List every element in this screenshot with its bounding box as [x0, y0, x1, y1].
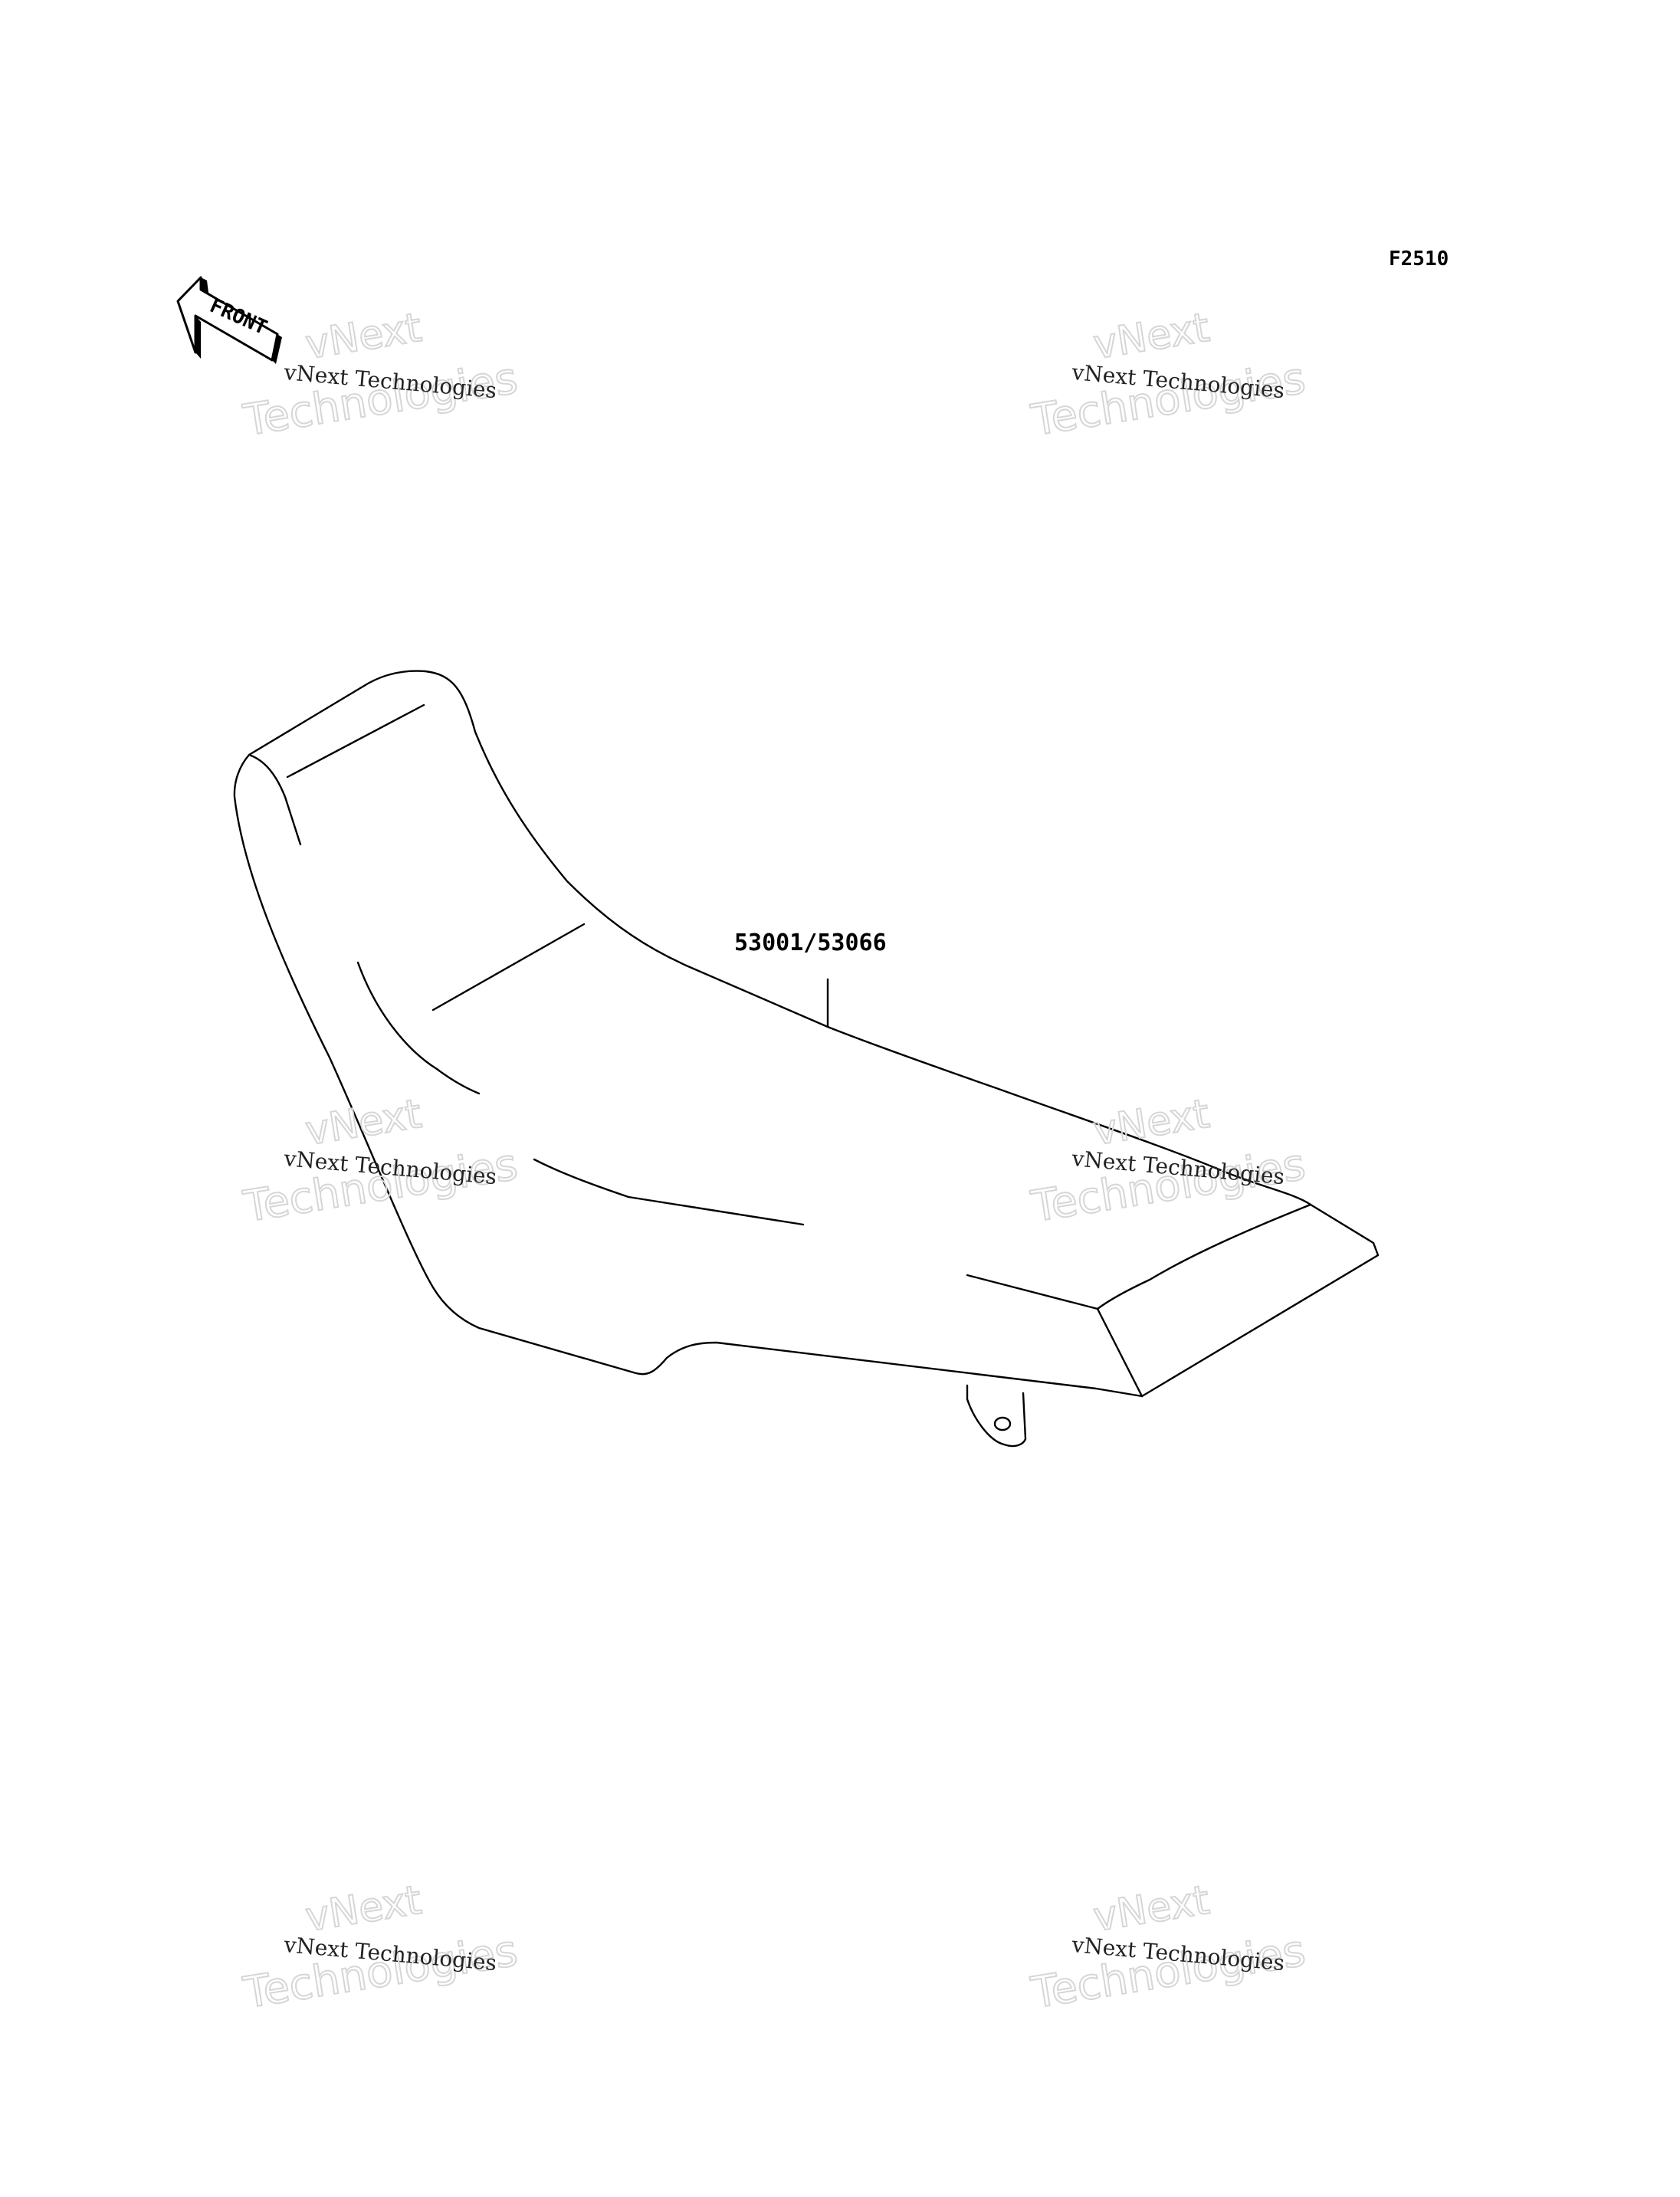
watermark: vNext Technologies vNext Technologies [239, 1090, 521, 1233]
watermark: vNext Technologies vNext Technologies [239, 304, 521, 447]
front-arrow-icon: FRONT [176, 276, 282, 364]
watermark-line1: vNext [303, 1091, 425, 1155]
part-number-label: 53001/53066 [734, 930, 887, 956]
watermark: vNext Technologies vNext Technologies [1027, 304, 1309, 447]
watermark: vNext Technologies vNext Technologies [239, 1877, 521, 2019]
watermark-line1: vNext [303, 1877, 425, 1941]
watermark-line1: vNext [1091, 1091, 1212, 1155]
watermark-line1: vNext [1091, 1877, 1212, 1941]
watermark: vNext Technologies vNext Technologies [1027, 1090, 1309, 1233]
watermark: vNext Technologies vNext Technologies [1027, 1877, 1309, 2019]
figure-code: F2510 [1389, 248, 1449, 271]
seat-drawing [233, 670, 1380, 1448]
watermark-line1: vNext [303, 305, 425, 369]
watermark-line1: vNext [1091, 305, 1212, 369]
